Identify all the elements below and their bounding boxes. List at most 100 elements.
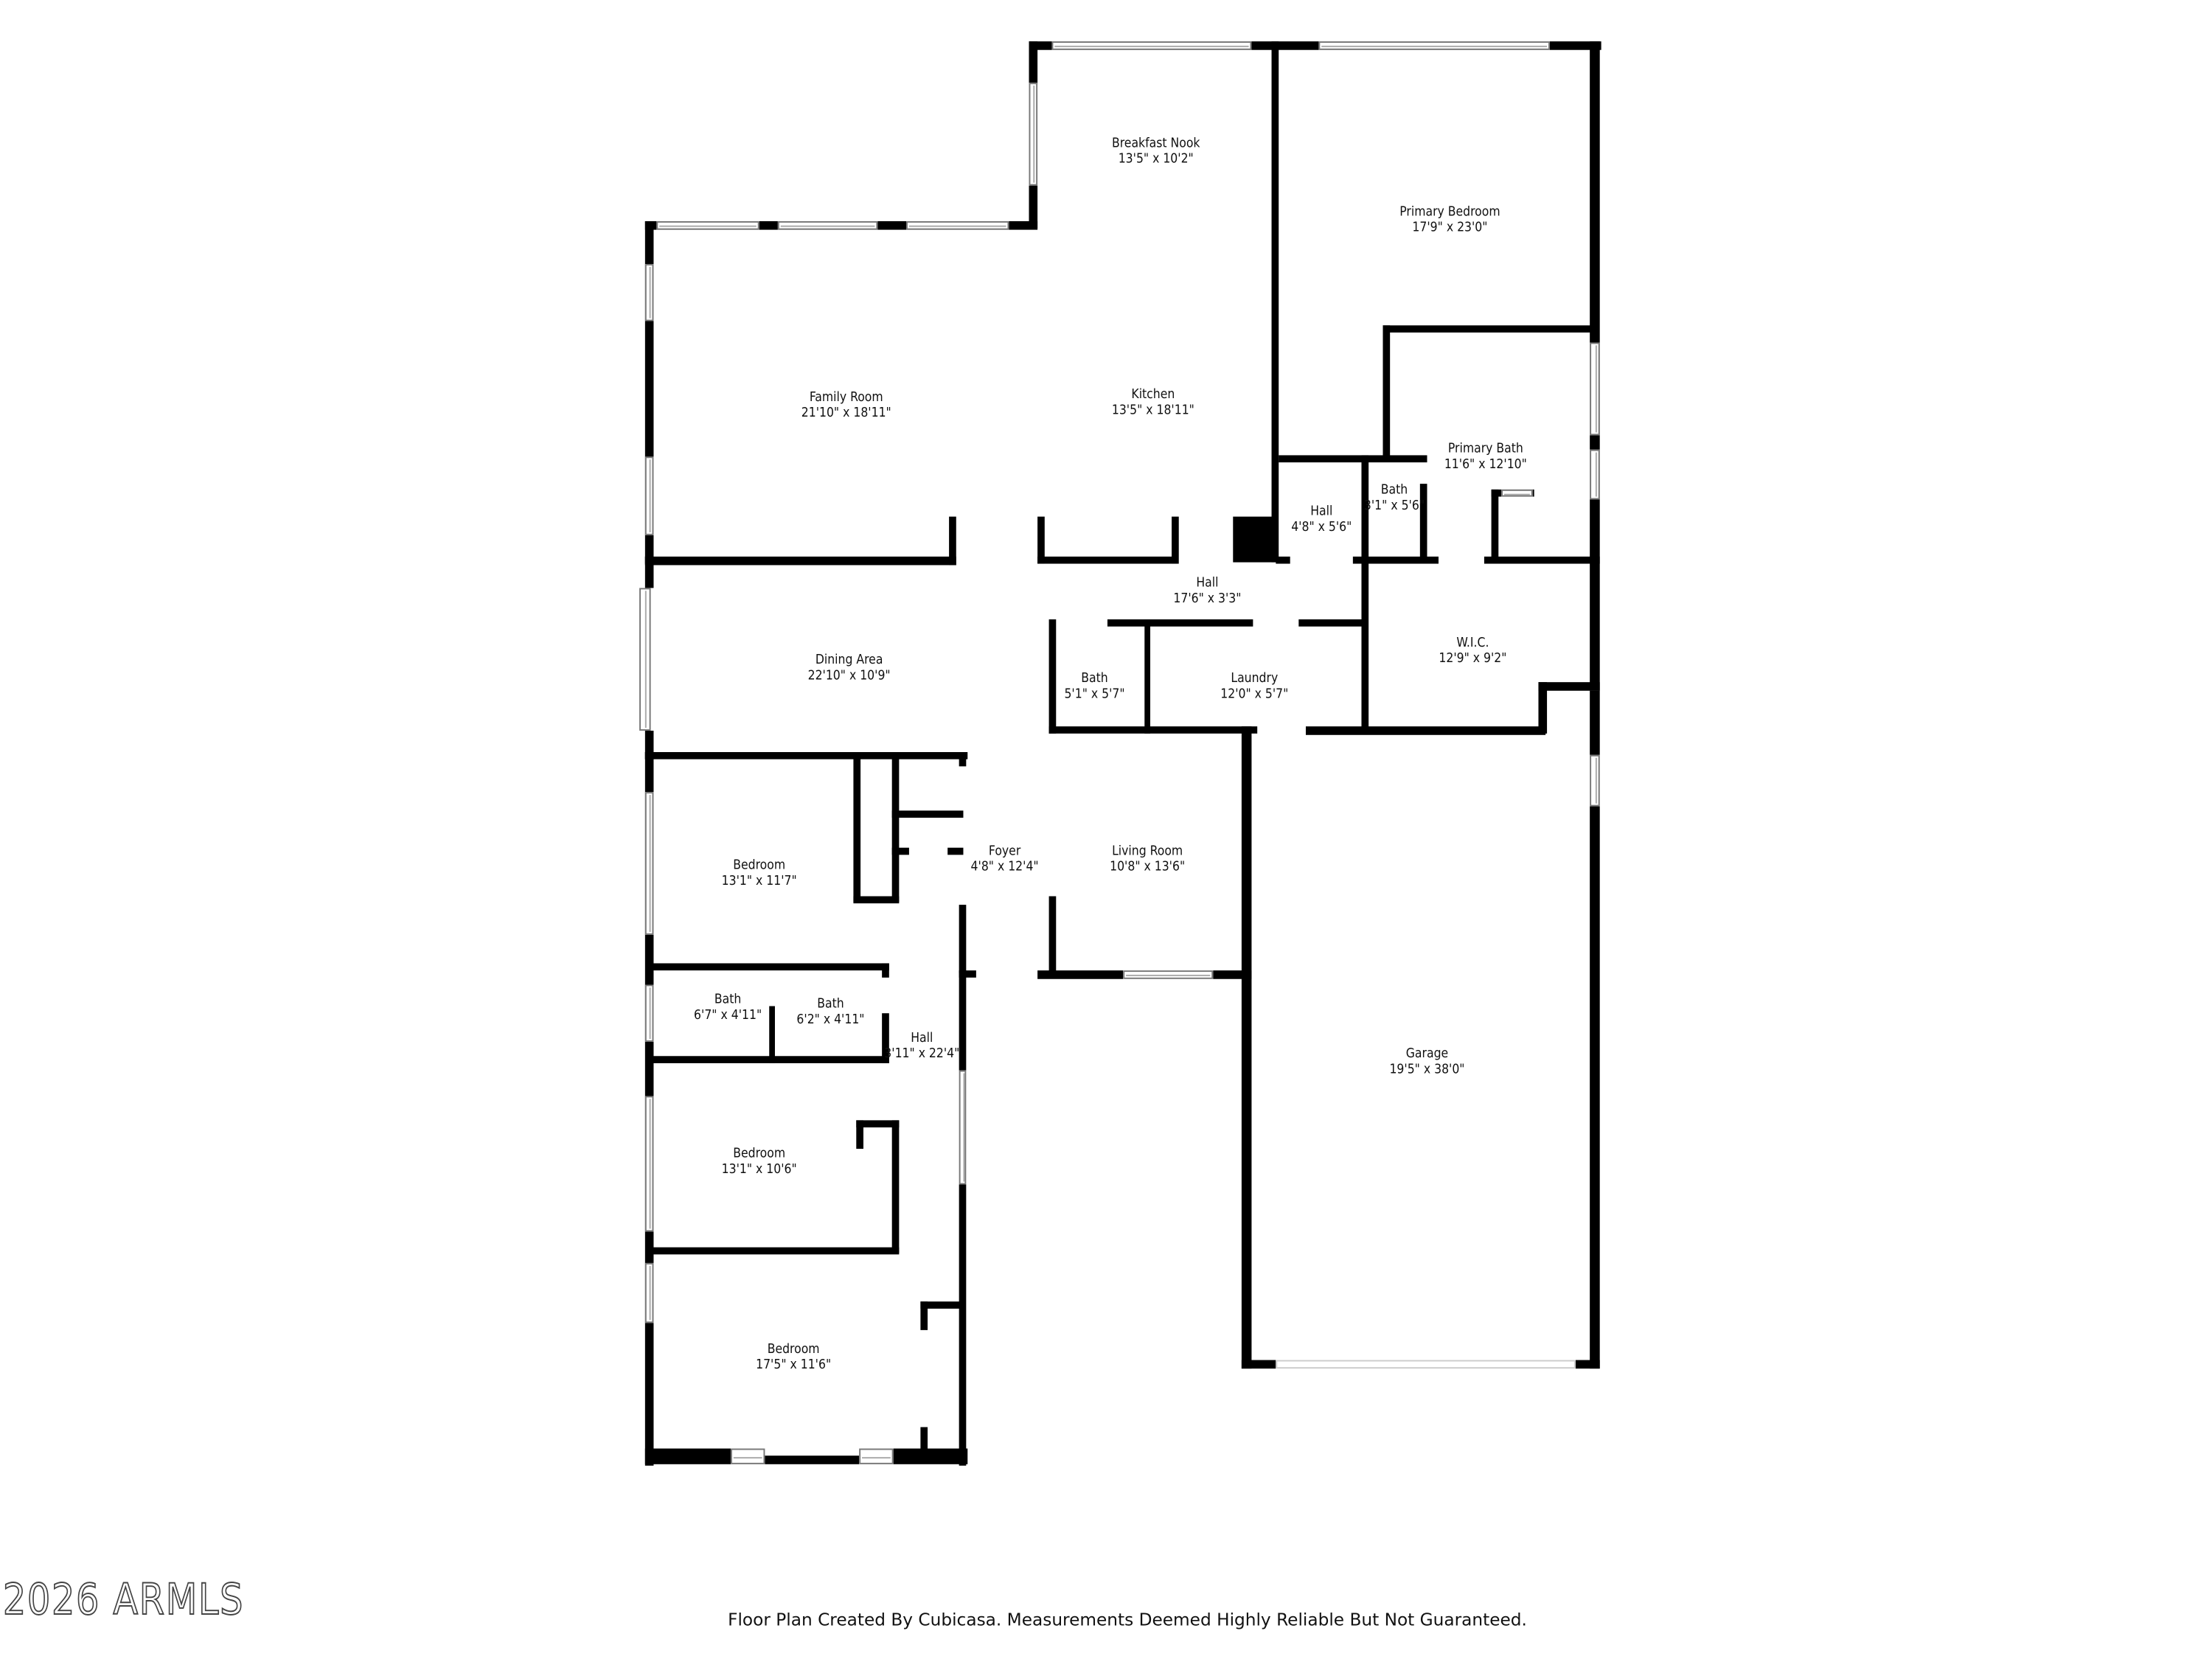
- wall: [920, 1301, 964, 1309]
- window: [859, 1448, 894, 1464]
- window: [1051, 41, 1252, 50]
- wall: [1048, 726, 1258, 734]
- wall: [1037, 556, 1178, 564]
- wall: [1029, 41, 1038, 85]
- window: [644, 792, 654, 935]
- wall: [1305, 726, 1546, 735]
- window: [644, 984, 654, 1042]
- wall: [1048, 619, 1057, 734]
- wall: [947, 847, 964, 855]
- window: [906, 221, 1009, 230]
- window: [1501, 489, 1533, 497]
- wall: [853, 756, 861, 902]
- window: [644, 1262, 654, 1324]
- wall: [1419, 484, 1427, 563]
- wall: [644, 221, 654, 564]
- wall: [920, 1427, 928, 1456]
- wall: [891, 847, 909, 855]
- wall: [644, 1448, 731, 1464]
- wall: [1352, 556, 1439, 564]
- wall: [920, 1301, 928, 1330]
- wall: [649, 963, 889, 971]
- footer-disclaimer: Floor Plan Created By Cubicasa. Measurem…: [728, 1610, 1527, 1630]
- wall: [1144, 619, 1151, 734]
- wall: [959, 970, 967, 1071]
- window: [1123, 970, 1214, 979]
- wall: [1107, 619, 1253, 627]
- wall: [644, 556, 654, 588]
- wall: [949, 516, 956, 566]
- wall: [1279, 455, 1427, 463]
- wall: [891, 810, 964, 818]
- wall: [1037, 516, 1045, 564]
- wall: [959, 970, 976, 978]
- window: [644, 1096, 654, 1232]
- wall: [853, 896, 900, 904]
- wall: [959, 752, 967, 767]
- wall: [1233, 516, 1276, 563]
- wall: [1172, 516, 1179, 564]
- wall: [1491, 489, 1499, 561]
- wall: [649, 1247, 900, 1255]
- wall: [1029, 185, 1038, 229]
- wall: [1382, 325, 1391, 462]
- wall: [893, 1448, 968, 1464]
- wall: [1575, 1360, 1600, 1369]
- window: [1590, 342, 1600, 436]
- wall: [1037, 970, 1124, 979]
- garage-door: [1276, 1360, 1576, 1369]
- wall: [644, 730, 654, 759]
- wall: [1590, 690, 1600, 755]
- wall: [882, 1013, 889, 1063]
- wall: [1029, 41, 1601, 50]
- wall: [644, 752, 968, 759]
- room-wic: W.I.C.12'9" x 9'2": [1439, 636, 1507, 667]
- wall: [1590, 806, 1600, 1369]
- wall: [644, 556, 956, 566]
- window: [1318, 41, 1550, 50]
- wall: [856, 1120, 900, 1128]
- wall: [1298, 619, 1365, 627]
- wall: [1213, 970, 1252, 979]
- wall: [765, 1455, 860, 1464]
- wall: [856, 1120, 863, 1150]
- window: [730, 1448, 765, 1464]
- wall: [1241, 1360, 1276, 1369]
- wall: [1241, 726, 1252, 1369]
- window: [644, 456, 654, 535]
- wall: [891, 1120, 900, 1253]
- wall: [1484, 556, 1600, 564]
- wall: [1048, 896, 1057, 978]
- watermark: 2026 ARMLS: [2, 1575, 245, 1627]
- window: [1590, 754, 1600, 807]
- wall: [959, 905, 967, 974]
- window: [656, 221, 759, 230]
- wall: [1538, 682, 1600, 691]
- window: [959, 1070, 967, 1185]
- wall: [891, 756, 900, 902]
- wall: [1276, 556, 1290, 564]
- wall: [1361, 455, 1369, 563]
- wall: [959, 1184, 967, 1466]
- wall: [1361, 556, 1369, 731]
